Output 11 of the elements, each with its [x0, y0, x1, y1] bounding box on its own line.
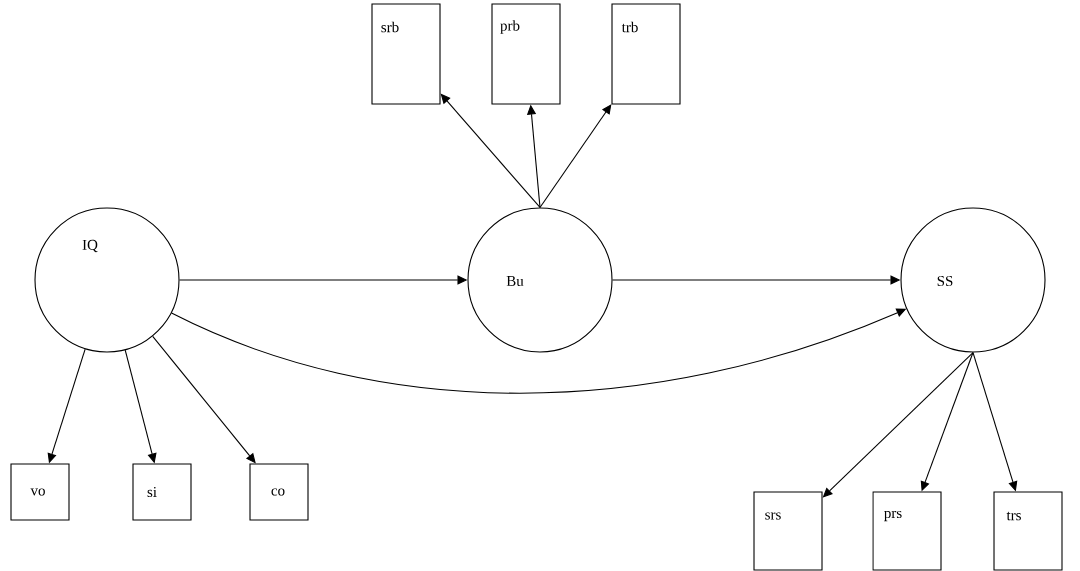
indicator-box: trs — [993, 491, 1063, 571]
arrow — [539, 104, 612, 208]
indicator-box: prb — [491, 3, 561, 105]
indicator-box: prs — [872, 491, 942, 571]
indicator-box: srs — [753, 491, 823, 571]
indicator-box: trb — [611, 3, 681, 105]
indicator-box: vo — [10, 463, 70, 521]
indicator-box: srb — [371, 3, 441, 105]
indicator-box: co — [249, 463, 309, 521]
arrow — [822, 352, 974, 498]
indicator-box: si — [132, 463, 192, 521]
